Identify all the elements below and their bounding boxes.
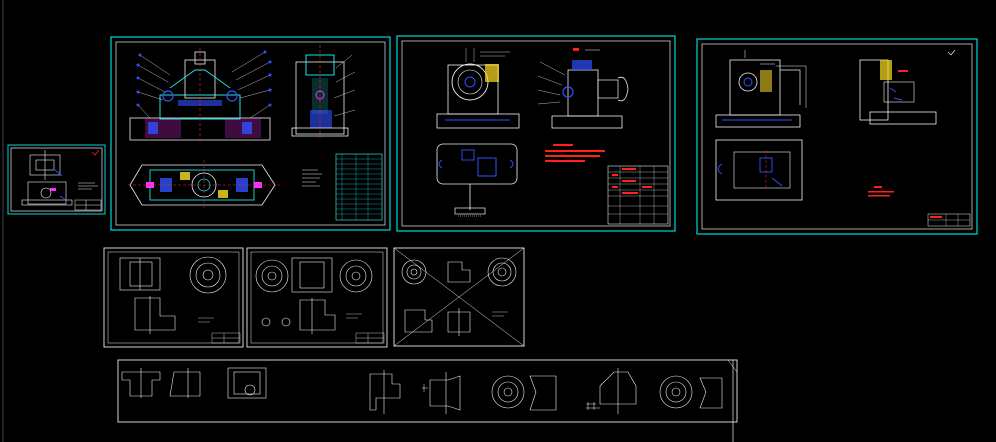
technical-notes xyxy=(302,169,322,187)
title-block xyxy=(927,213,971,227)
side-view xyxy=(291,45,356,140)
red-technical-notes xyxy=(868,186,894,197)
side-view xyxy=(859,49,956,125)
sheet-small-left[interactable] xyxy=(7,144,106,215)
side-view xyxy=(537,48,629,129)
sheet-border xyxy=(7,144,106,215)
sheet-inner-border xyxy=(115,41,386,226)
notes-text xyxy=(78,182,98,190)
title-block xyxy=(198,317,241,344)
front-view xyxy=(129,48,272,142)
sheet-border xyxy=(696,38,978,235)
sheet-part-3-crossed[interactable] xyxy=(393,247,525,347)
parts-list-table xyxy=(335,153,383,221)
front-view xyxy=(436,48,520,129)
assembly-sketch xyxy=(21,150,73,206)
red-technical-notes xyxy=(545,144,605,162)
process-sketches xyxy=(121,367,723,414)
sheet-border xyxy=(246,247,388,348)
sheet-part-2[interactable] xyxy=(246,247,388,348)
magenta-part xyxy=(50,188,56,191)
plan-view xyxy=(436,143,518,217)
part-views xyxy=(119,256,227,334)
sheet-inner-border xyxy=(107,251,240,344)
title-block xyxy=(607,165,669,225)
title-block xyxy=(74,199,102,211)
notes-text xyxy=(492,311,508,317)
sheet-fixture-views[interactable] xyxy=(396,35,676,232)
sheet-border xyxy=(110,36,391,231)
sheet-border xyxy=(117,359,738,423)
strip-corner-mark xyxy=(727,359,738,373)
sheet-inner-border xyxy=(10,147,103,212)
sheet-inner-border xyxy=(250,251,384,344)
sheet-border xyxy=(393,247,525,347)
cross-line xyxy=(393,247,525,347)
sheet-fixture-assembly[interactable] xyxy=(110,36,391,231)
sheet-process-strip[interactable] xyxy=(117,359,738,442)
title-block xyxy=(346,313,385,344)
sheet-inner-border xyxy=(701,43,973,230)
sheet-fixture-right[interactable] xyxy=(696,38,978,235)
sheet-inner-border xyxy=(401,40,671,227)
plan-view xyxy=(128,160,280,210)
plan-view xyxy=(715,139,803,201)
sheet-border xyxy=(396,35,676,232)
part-views xyxy=(401,257,517,336)
process-annotations xyxy=(422,384,600,410)
blue-parts xyxy=(54,169,67,201)
part-views xyxy=(255,257,373,334)
roughness-mark xyxy=(91,149,100,156)
front-view xyxy=(715,50,807,128)
sheet-border xyxy=(103,247,244,348)
sheet-part-1[interactable] xyxy=(103,247,244,348)
